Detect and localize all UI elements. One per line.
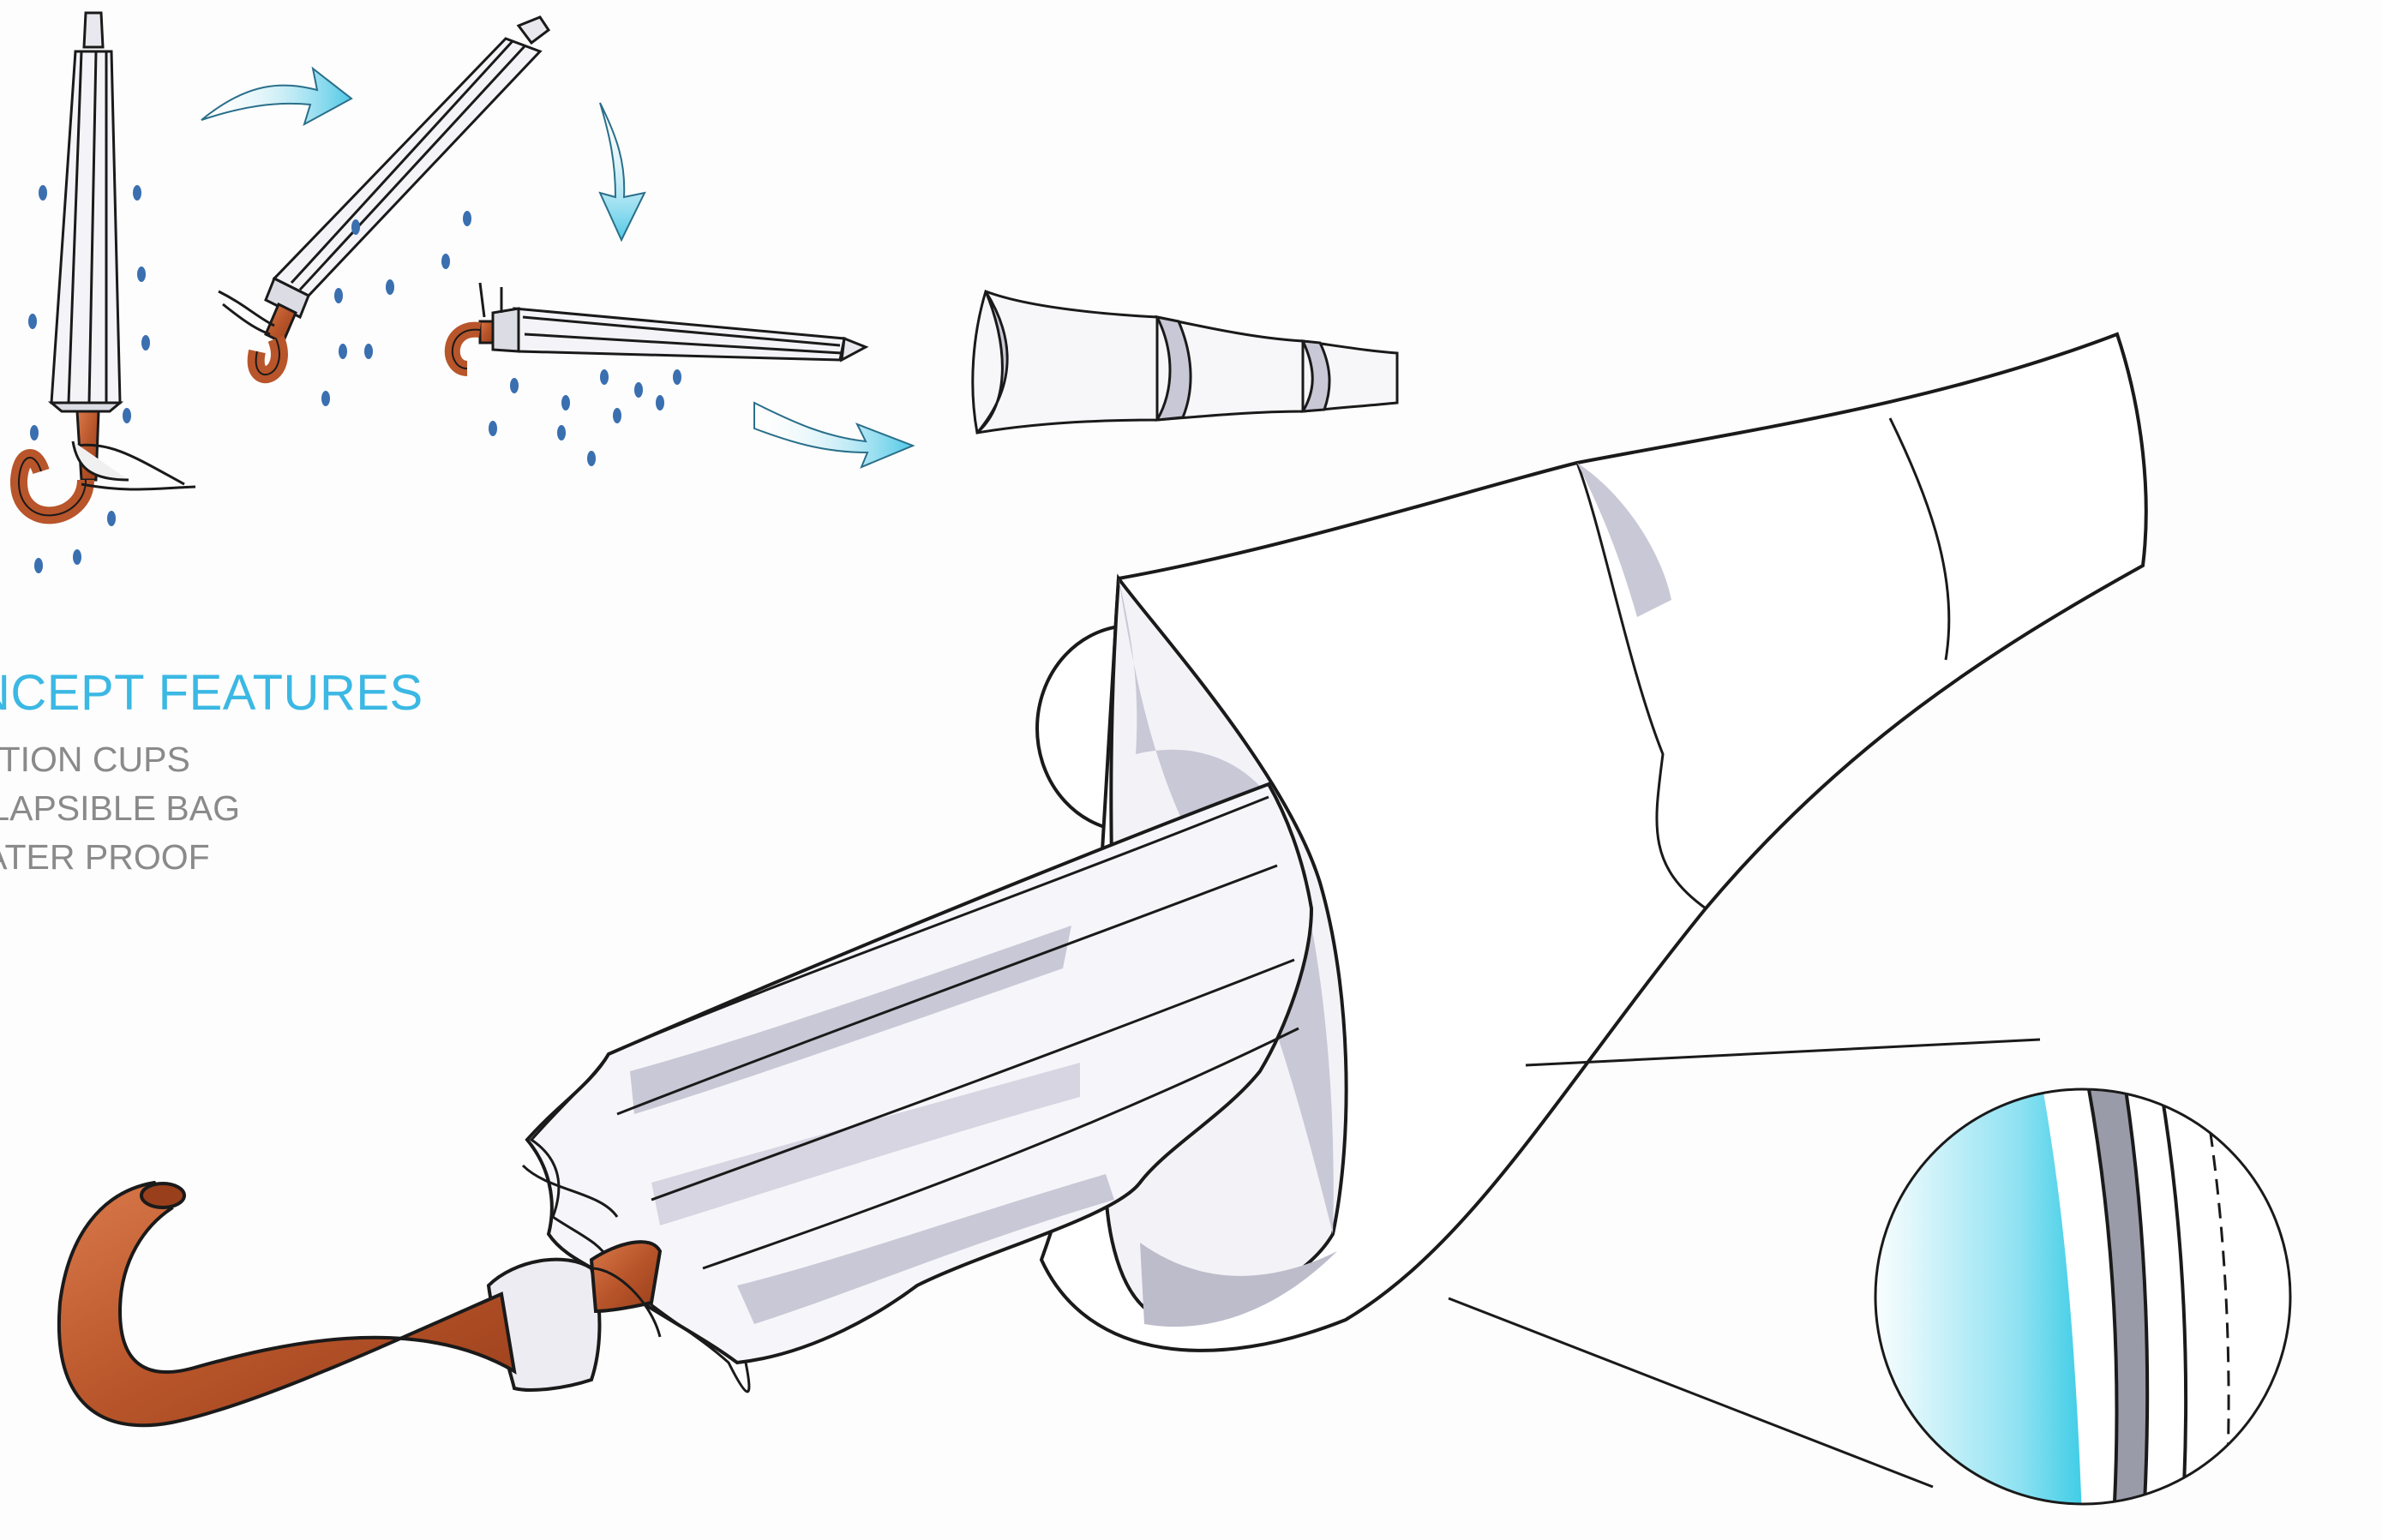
- material-detail-zoom: [1449, 1028, 2297, 1540]
- arrow-right-icon: [201, 69, 351, 124]
- feature-water-proof: WATER PROOF: [0, 837, 210, 878]
- horizontal-umbrella-icon: [453, 283, 866, 369]
- arrow-right-icon: [754, 403, 913, 467]
- collapsed-bag-icon: [973, 291, 1397, 433]
- step-wet-umbrella: [19, 13, 195, 573]
- umbrella-handle: [59, 1183, 514, 1425]
- feature-collapsible-bag: COLLAPSIBLE BAG: [0, 788, 240, 829]
- water-drops: [489, 369, 681, 466]
- arrow-down-icon: [600, 103, 645, 240]
- closed-umbrella-icon: [19, 13, 195, 515]
- step-collapsed-bag: [973, 291, 1397, 433]
- main-umbrella-with-bag: [59, 334, 2146, 1425]
- feature-suction-cups: SUCTION CUPS: [0, 740, 190, 780]
- features-heading: CONCEPT FEATURES: [0, 664, 423, 722]
